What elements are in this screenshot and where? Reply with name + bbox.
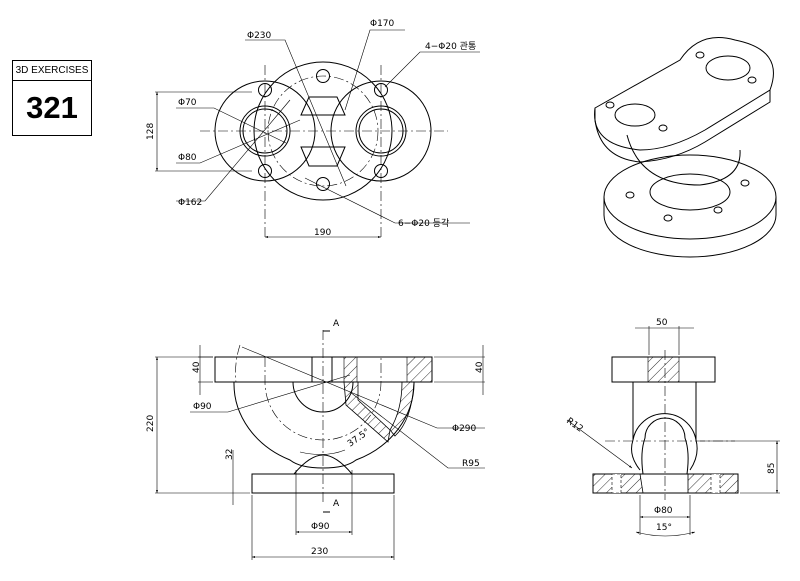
dim-d170: Φ170 bbox=[370, 19, 395, 29]
dim-32: 32 bbox=[225, 449, 235, 460]
dim-4-holes: 4−Φ20 관통 bbox=[425, 41, 476, 52]
bolt-holes bbox=[258, 69, 388, 191]
dim-d70: Φ70 bbox=[178, 98, 197, 108]
dim-d290: Φ290 bbox=[452, 424, 477, 434]
dim-40-right: 40 bbox=[475, 361, 485, 373]
top-view: Φ230 Φ170 4−Φ20 관통 Φ70 Φ80 Φ162 128 190 … bbox=[146, 19, 480, 240]
dim-190: 190 bbox=[314, 228, 331, 238]
isometric-view bbox=[594, 37, 777, 258]
dim-230: 230 bbox=[311, 547, 328, 557]
iso-bolt-holes bbox=[605, 51, 757, 222]
dim-d90-bottom: Φ90 bbox=[311, 522, 330, 532]
dim-128: 128 bbox=[146, 123, 156, 140]
section-label-bottom: A bbox=[333, 499, 340, 509]
side-view: 50 R12 85 Φ80 15° bbox=[564, 318, 780, 537]
dim-d230: Φ230 bbox=[247, 31, 272, 41]
dim-d80: Φ80 bbox=[654, 506, 673, 516]
dim-37-5: 37.5° bbox=[346, 427, 372, 449]
dim-r12: R12 bbox=[564, 416, 584, 434]
left-bore-outer bbox=[239, 105, 291, 157]
dim-85: 85 bbox=[767, 463, 777, 474]
dim-6-holes: 6−Φ20 등각 bbox=[398, 217, 449, 229]
dim-40-left: 40 bbox=[192, 361, 202, 373]
dim-50: 50 bbox=[656, 318, 668, 328]
front-view: A A 40 40 220 32 Φ90 Φ290 R95 37.5° Φ90 … bbox=[146, 319, 485, 560]
dim-r95: R95 bbox=[462, 459, 480, 469]
bolt-circle bbox=[267, 75, 379, 187]
dim-220: 220 bbox=[146, 415, 156, 432]
exercise-logo: 3D EXERCISES 321 bbox=[12, 60, 92, 136]
neck-section bbox=[300, 96, 346, 167]
logo-header: 3D EXERCISES bbox=[13, 61, 91, 81]
section-label-top: A bbox=[333, 319, 340, 329]
exercise-number: 321 bbox=[26, 90, 78, 125]
dim-d80: Φ80 bbox=[178, 153, 197, 163]
dim-d162: Φ162 bbox=[178, 198, 202, 208]
dim-d90-left: Φ90 bbox=[193, 402, 212, 412]
dim-15-deg: 15° bbox=[656, 523, 672, 533]
